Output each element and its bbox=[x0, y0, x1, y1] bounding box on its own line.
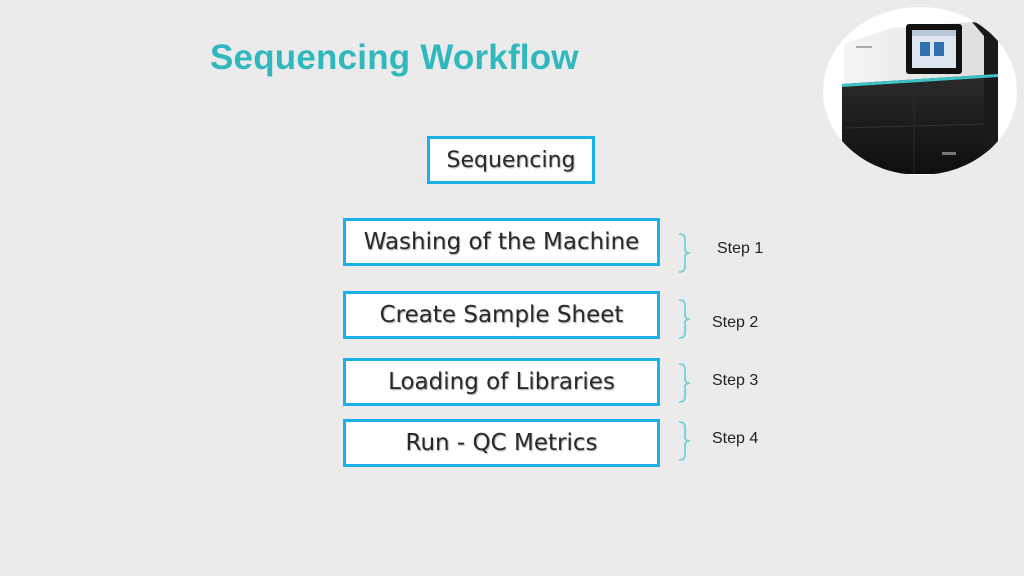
brace-icon bbox=[678, 363, 691, 403]
brace-icon bbox=[678, 421, 691, 461]
step-4-box: Run - QC Metrics bbox=[343, 419, 660, 467]
sequencing-header-box: Sequencing bbox=[427, 136, 595, 184]
step-1-box: Washing of the Machine bbox=[343, 218, 660, 266]
brace-icon bbox=[678, 299, 691, 339]
step-4-label: Step 4 bbox=[712, 430, 759, 447]
step-2-box: Create Sample Sheet bbox=[343, 291, 660, 339]
step-1-label: Step 1 bbox=[717, 240, 764, 257]
step-3-label: Step 3 bbox=[712, 372, 759, 389]
step-3-box: Loading of Libraries bbox=[343, 358, 660, 406]
page-title: Sequencing Workflow bbox=[210, 38, 579, 77]
step-2-label: Step 2 bbox=[712, 314, 759, 331]
sequencer-machine-icon bbox=[823, 7, 1017, 175]
brace-icon bbox=[678, 233, 691, 273]
